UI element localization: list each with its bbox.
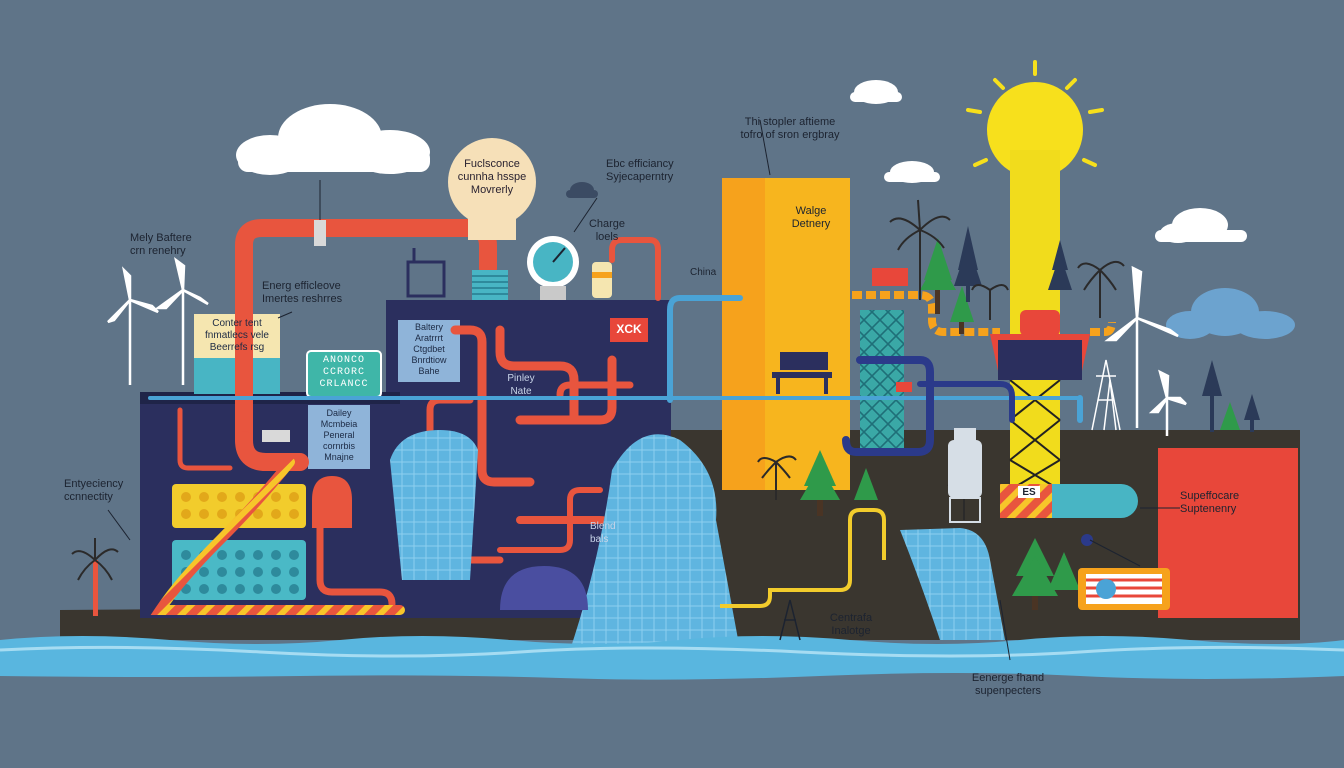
hopper-tank [990,310,1090,380]
valve-icon [406,248,446,298]
palm-tree-orange-icon [71,538,119,616]
wind-turbine-icon [107,256,1187,436]
bottle-tower [948,428,982,523]
red-pipes [177,219,661,608]
wave-chute [390,430,478,580]
canister-icon [592,262,612,298]
leader-lines [107,119,1180,661]
right-waterfall [900,528,1005,640]
striped-pipe [150,457,405,615]
es-tag: ES [1022,487,1036,498]
lightbulb-icon [448,138,536,240]
red-tank-block [1158,448,1298,618]
spring-coil [472,270,508,300]
purple-dome [500,566,588,610]
navy-pipes [842,356,1015,456]
cloud-icon-blue [1166,288,1295,339]
dailey-box-bg [308,405,370,469]
battery-cells-yellow [172,484,306,528]
power-pylon-icon [779,359,1121,641]
blue-pipes [148,295,1083,423]
river-highlight [0,645,1344,658]
river [0,636,1344,680]
orange-pipe-right [852,291,1116,336]
pine-tree-icon [800,238,1240,610]
pipe-clamp [314,220,326,246]
cloud-icon [236,104,430,175]
xck-sign: XCK [616,322,642,336]
dome-tank [312,476,352,528]
pipe-coupler [262,430,290,442]
china-label: China [690,267,717,278]
lattice-tower [860,310,904,450]
bench-icon [772,352,832,394]
yellow-cable [720,508,886,608]
dark-pine-tree-icon [954,226,1260,432]
wedge-battery-tower-face [765,178,850,490]
palm-tree-icon [757,199,1125,520]
battery-box-bg [398,320,460,382]
capsule-tank [1000,484,1138,518]
cloud-icon-small [850,80,1247,243]
transformer-icon [872,268,912,392]
meter-box-icon [1078,534,1170,610]
pressure-gauge-icon [527,236,579,300]
xck-sign-bg [610,318,648,342]
waterfall [570,434,740,650]
storm-cloud-icon [566,182,598,198]
